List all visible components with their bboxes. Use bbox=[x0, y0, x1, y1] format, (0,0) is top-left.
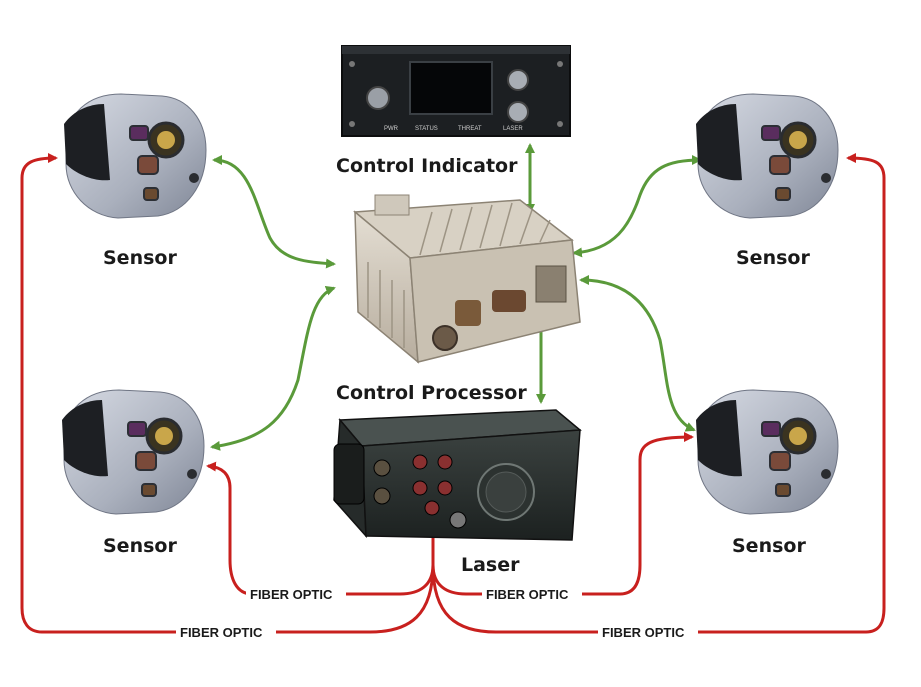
fiber-bottom-right-sensor bbox=[431, 432, 694, 596]
label-sensor-bottom-right: Sensor bbox=[732, 535, 806, 557]
fiber-bottom-left-sensor bbox=[206, 461, 435, 596]
panel-label-laser: LASER bbox=[503, 126, 523, 132]
sensor-top-left-device bbox=[62, 92, 208, 220]
label-sensor-bottom-left: Sensor bbox=[103, 535, 177, 557]
sensor-bottom-left-device bbox=[60, 388, 206, 516]
fiber-top-left-sensor bbox=[20, 153, 435, 634]
link-sensor-top-left bbox=[212, 155, 336, 269]
label-control-indicator: Control Indicator bbox=[336, 155, 518, 177]
fiber-optic-lines bbox=[20, 153, 886, 634]
control-processor-device bbox=[353, 194, 581, 364]
label-sensor-top-left: Sensor bbox=[103, 247, 177, 269]
panel-label-pwr: PWR bbox=[384, 126, 399, 132]
link-sensor-top-right bbox=[572, 155, 702, 258]
label-sensor-top-right: Sensor bbox=[736, 247, 810, 269]
fiber-label-outer-left: FIBER OPTIC bbox=[180, 625, 263, 640]
fiber-label-bottom-left: FIBER OPTIC bbox=[250, 587, 333, 602]
fiber-label-bottom-right: FIBER OPTIC bbox=[486, 587, 569, 602]
laser-device bbox=[333, 409, 582, 541]
sensor-bottom-right-device bbox=[694, 388, 840, 516]
label-control-processor: Control Processor bbox=[336, 382, 527, 404]
link-sensor-bottom-left bbox=[210, 286, 336, 451]
panel-label-threat: THREAT bbox=[458, 126, 482, 132]
panel-label-status: STATUS bbox=[415, 126, 438, 132]
control-indicator-device: PWR STATUS THREAT LASER bbox=[341, 45, 571, 137]
sensor-top-right-device bbox=[694, 92, 840, 220]
label-laser: Laser bbox=[461, 554, 520, 576]
fiber-label-outer-right: FIBER OPTIC bbox=[602, 625, 685, 640]
fiber-top-right-sensor bbox=[431, 153, 886, 634]
link-sensor-bottom-right bbox=[579, 275, 696, 432]
